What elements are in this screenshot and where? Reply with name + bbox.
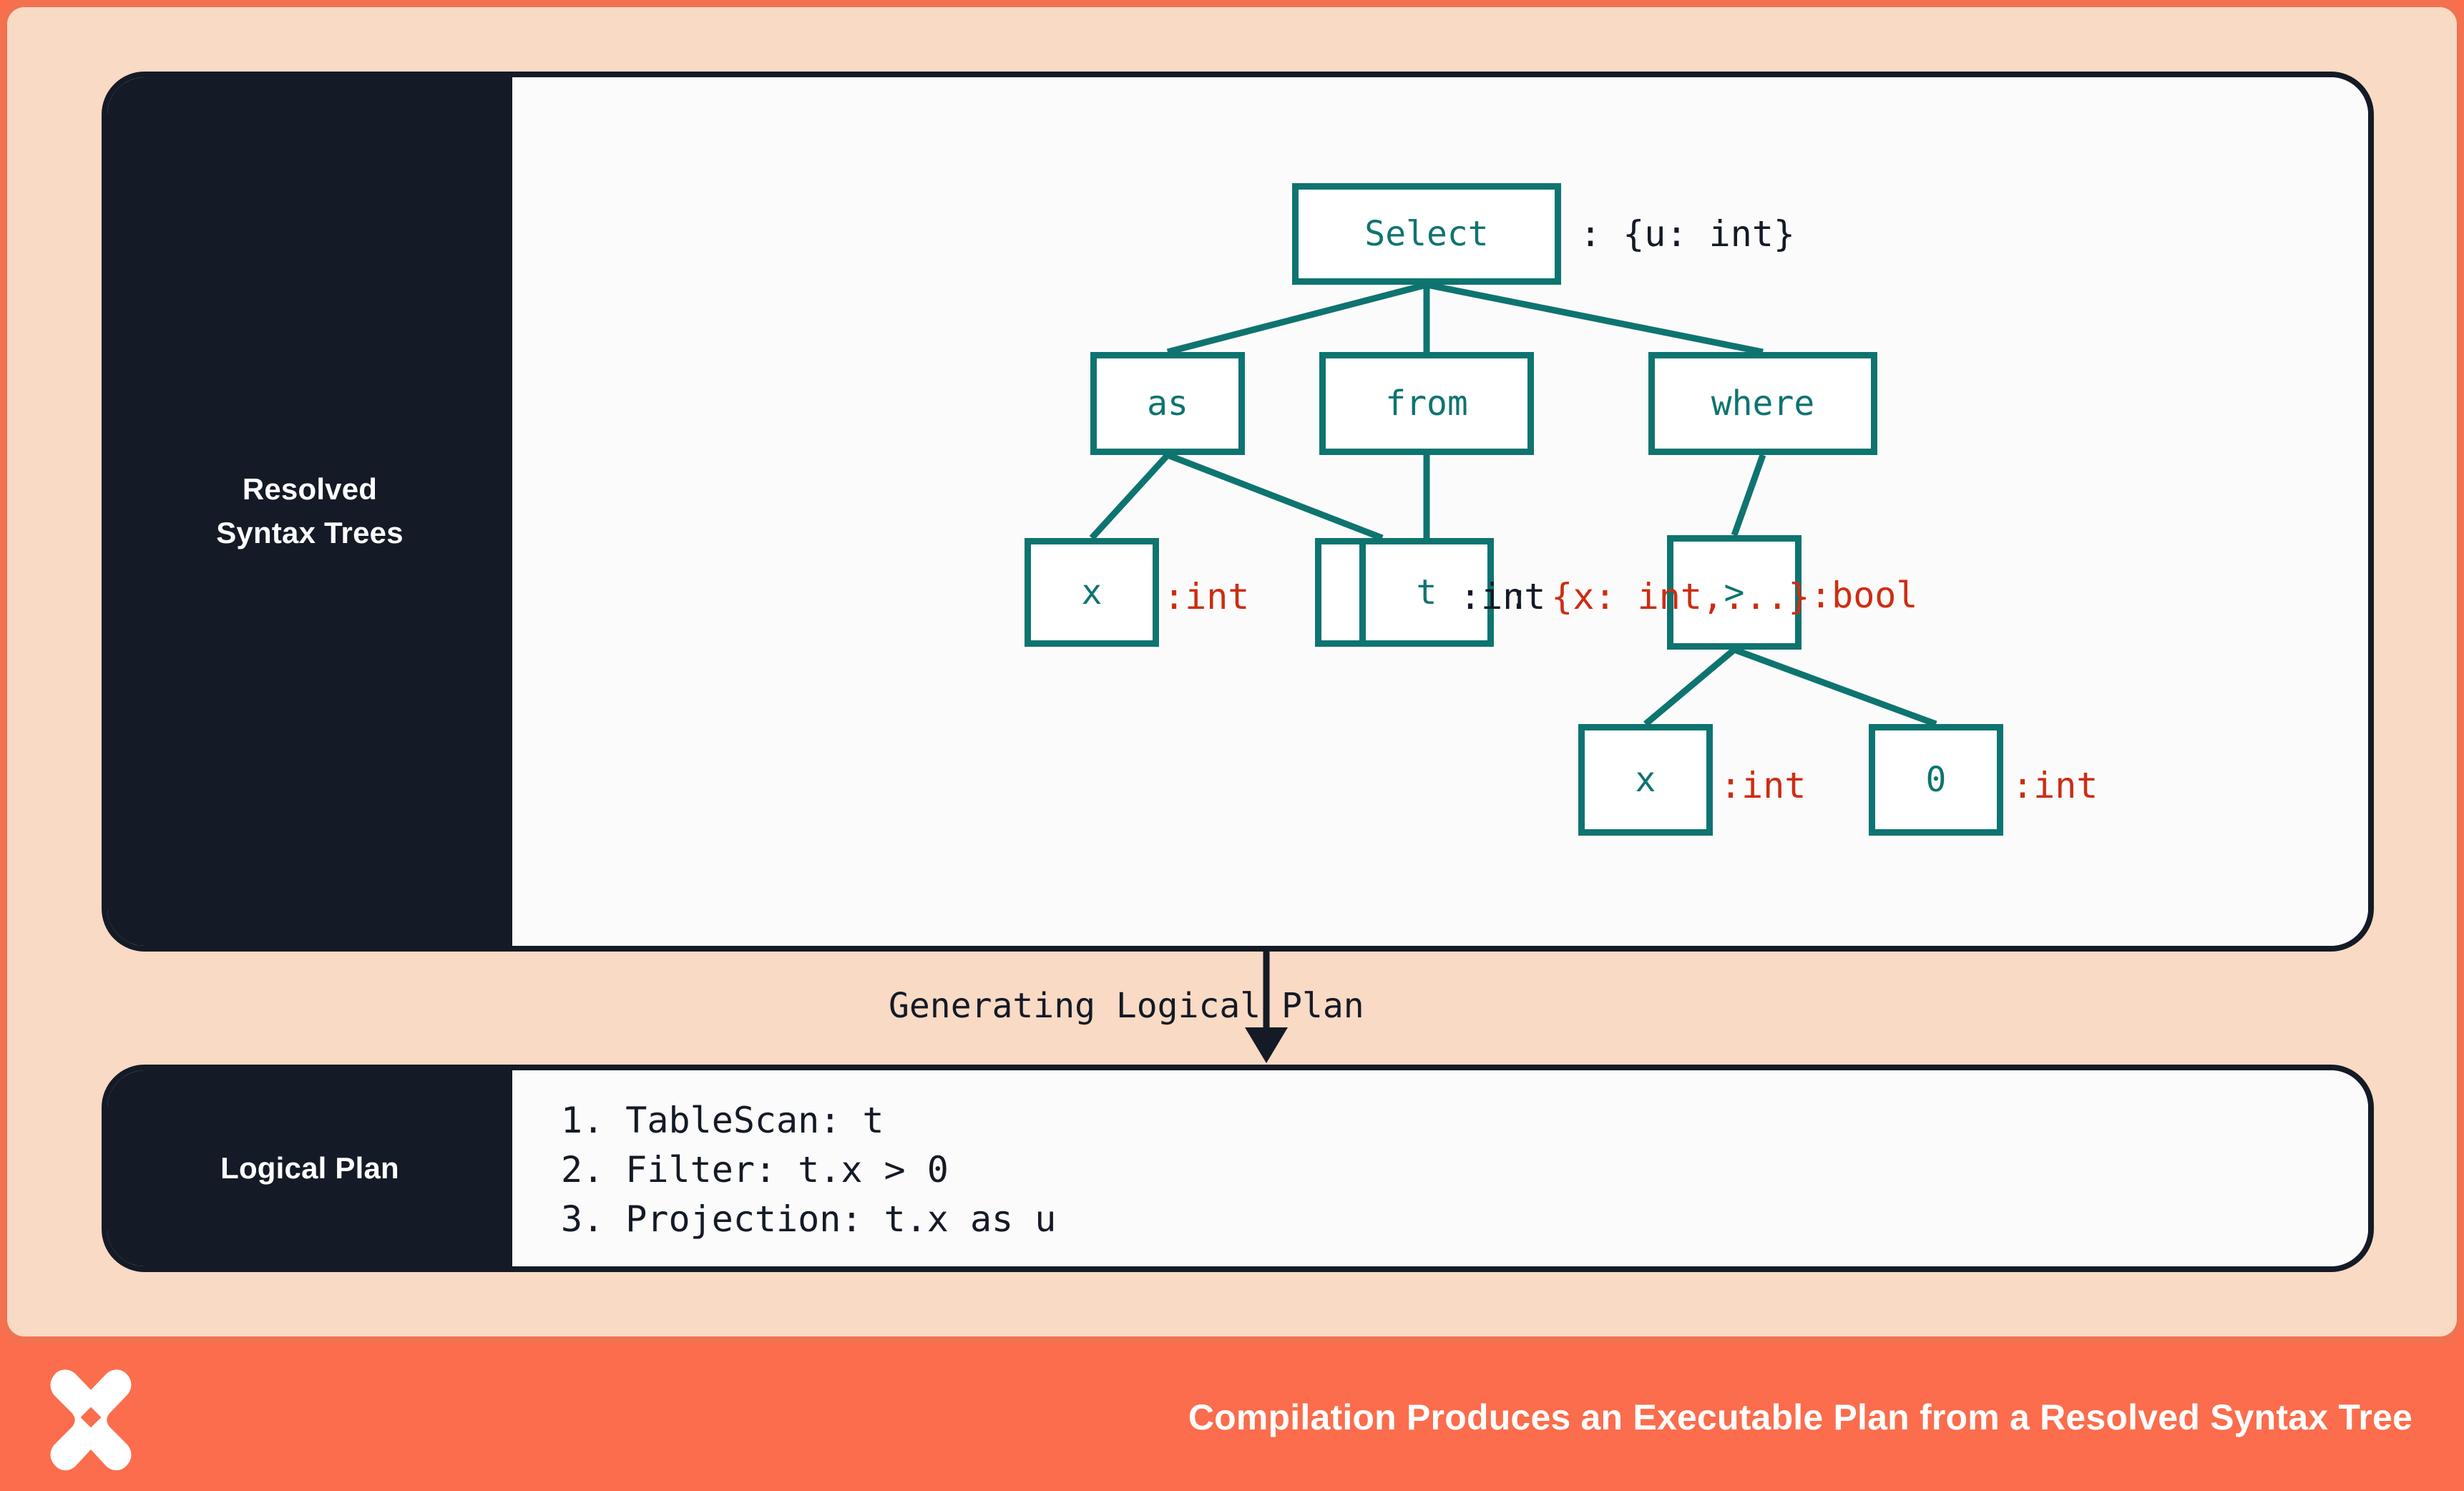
tree-node-label: x	[1081, 572, 1103, 612]
footer-bar: Compilation Produces an Executable Plan …	[0, 1344, 2464, 1491]
connector-arrow-svg	[1245, 952, 1288, 1063]
tree-node-zero: 0	[1869, 724, 2003, 836]
type-annotation-x1-type: :int	[1163, 579, 1249, 615]
tree-edge-select-as	[1166, 281, 1428, 356]
type-annotation-u-type: :int	[1460, 579, 1545, 615]
tree-node-t: t	[1359, 538, 1494, 647]
footer-caption: Compilation Produces an Executable Plan …	[1188, 1397, 2412, 1437]
tree-node-where: where	[1648, 352, 1877, 455]
type-annotation-t-type: : {x: int,...}	[1508, 579, 1809, 615]
tree-node-label: x	[1635, 760, 1656, 800]
annotation-part: :int	[2012, 765, 2098, 806]
tree-layer: Selectasfromwherexut>x0: {u: int}:int:in…	[512, 77, 2368, 946]
tree-node-from: from	[1319, 352, 1534, 455]
connector-label: Generating Logical Plan	[889, 986, 1364, 1026]
annotation-part: :int	[1460, 576, 1546, 617]
annotation-part: : {u: int}	[1580, 213, 1796, 255]
tree-edge-gt-zero	[1733, 646, 1937, 728]
syntax-tree-canvas: Selectasfromwherexut>x0: {u: int}:int:in…	[512, 77, 2368, 946]
plan-card-label: Logical Plan	[220, 1150, 399, 1185]
tree-edge-where-gt	[1731, 454, 1766, 537]
annotation-part: :	[1508, 576, 1552, 617]
type-annotation-gt-type: :bool	[1810, 577, 1918, 613]
tree-node-label: >	[1724, 572, 1745, 612]
annotation-part: {x: int,...}	[1551, 576, 1810, 617]
type-annotation-select-type: : {u: int}	[1580, 216, 1795, 252]
tree-node-label: as	[1147, 383, 1188, 424]
tree-edge-select-where	[1426, 281, 1764, 356]
annotation-part: :int	[1720, 765, 1807, 806]
tree-edges	[1089, 281, 1937, 728]
tree-node-select: Select	[1292, 183, 1561, 285]
tree-node-gt: >	[1667, 535, 1801, 650]
brand-x-logo-icon	[50, 1369, 132, 1471]
tree-edge-as-u	[1166, 451, 1384, 542]
tree-node-label: from	[1385, 383, 1468, 424]
tree-edge-as-x1	[1089, 452, 1170, 541]
annotation-part: :int	[1163, 576, 1250, 617]
tree-node-label: t	[1416, 572, 1437, 612]
annotation-part: :bool	[1810, 575, 1918, 616]
type-annotation-x2-type: :int	[1720, 768, 1806, 803]
tree-node-label: where	[1711, 383, 1815, 424]
tree-node-x1: x	[1025, 538, 1159, 647]
tree-node-as: as	[1090, 352, 1245, 455]
type-annotation-zero-type: :int	[2012, 768, 2098, 803]
plan-card-sidebar: Logical Plan	[107, 1070, 512, 1266]
tree-edge-gt-x2	[1643, 647, 1736, 727]
tree-node-label: Select	[1364, 214, 1489, 254]
tree-node-x2: x	[1578, 724, 1713, 836]
tree-node-label: 0	[1925, 760, 1947, 800]
generating-logical-plan-connector: Generating Logical Plan	[102, 952, 2374, 1066]
